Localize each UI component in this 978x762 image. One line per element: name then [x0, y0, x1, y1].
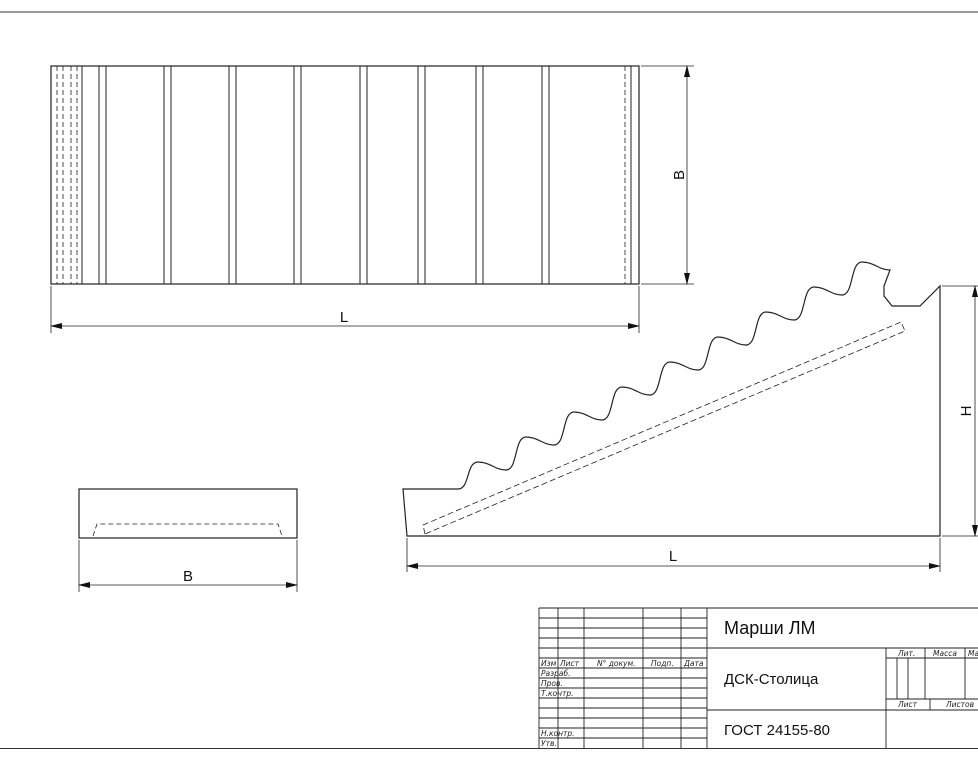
row-label-checked: Пров. [541, 679, 563, 688]
row-label-approved: Утв. [541, 739, 557, 748]
side-outline [402, 261, 941, 537]
row-label-norm-control: Н.контр. [541, 729, 575, 738]
right-label-sheet: Лист [897, 700, 918, 709]
plan-hidden-lines [56, 66, 626, 284]
plan-length-label: L [340, 309, 348, 326]
side-hidden-line [422, 321, 906, 535]
side-height-dimension [942, 285, 978, 537]
right-label-mass: Масса [933, 649, 957, 658]
sheet-frame [0, 11, 978, 749]
plan-outline [50, 65, 640, 285]
right-label-lit: Лит. [897, 649, 915, 658]
plan-view [50, 65, 694, 333]
plan-width-dimension [641, 65, 694, 285]
right-label-scale: Ма [968, 649, 978, 658]
section-width-label: В [183, 568, 193, 585]
col-header-date: Дата [683, 659, 704, 668]
section-hidden-line [92, 523, 283, 537]
side-height-label: Н [958, 406, 975, 417]
side-view [402, 261, 978, 572]
side-length-label: L [669, 548, 677, 565]
col-header-doc-no: N° докум. [597, 659, 636, 668]
section-width-dimension [78, 540, 298, 592]
row-label-tech-control: Т.контр. [541, 689, 574, 698]
plan-step-lines [81, 66, 632, 284]
side-length-dimension [406, 538, 941, 572]
col-header-izm: Изм [541, 659, 557, 668]
title-block [538, 607, 978, 748]
section-view [78, 488, 298, 592]
title-block-organization: ДСК-Столица [724, 671, 819, 688]
plan-width-label: В [671, 170, 688, 180]
section-outline [78, 488, 298, 539]
col-header-list: Лист [559, 659, 580, 668]
title-block-standard: ГОСТ 24155-80 [724, 722, 830, 739]
title-block-name: Марши ЛМ [724, 618, 816, 638]
row-label-developed: Разраб. [541, 669, 570, 678]
plan-length-dimension [50, 286, 640, 333]
right-label-sheets: Листов [945, 700, 974, 709]
col-header-sign: Подп. [651, 659, 674, 668]
